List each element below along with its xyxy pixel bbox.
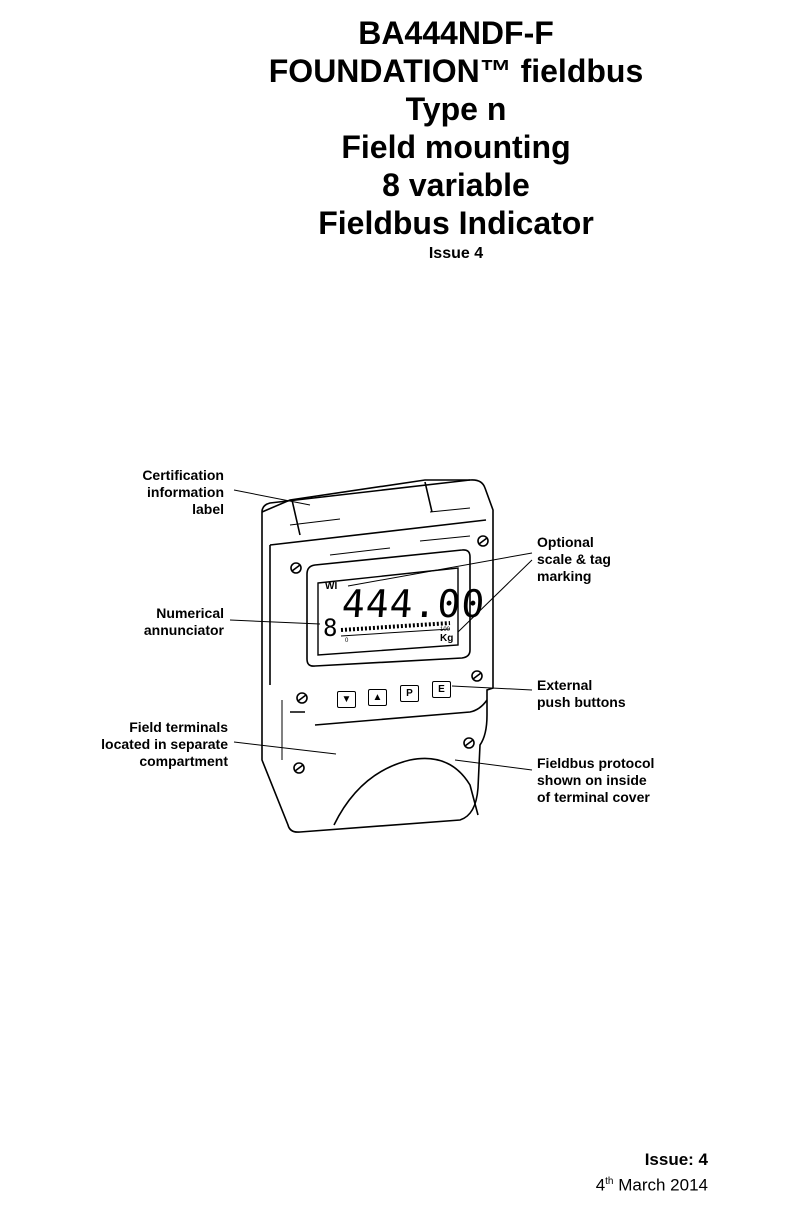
- title-line-2: FOUNDATION™ fieldbus: [268, 53, 644, 89]
- compartment-seam: [290, 699, 488, 726]
- screw-bottom-right: [463, 737, 475, 749]
- leader-numerical: [229, 619, 321, 625]
- title-line-4: Field mounting: [341, 129, 571, 165]
- display-unit: Kg: [440, 633, 454, 644]
- display-reading: 444.00: [340, 582, 487, 626]
- callout-optional-scale: Optional scale & tag marking: [537, 534, 611, 584]
- title-line-3: Type n: [405, 91, 507, 127]
- screw-mid-left: [296, 692, 308, 704]
- button-p: P: [400, 685, 419, 702]
- display-scale-min: 0: [345, 638, 349, 644]
- callout-field-terminals: Field terminals located in separate comp…: [101, 719, 228, 769]
- screw-top-left: [290, 562, 302, 574]
- lid-top: [261, 479, 470, 513]
- title-line-5: 8 variable: [382, 167, 530, 203]
- screw-top-right: [477, 535, 489, 547]
- enclosure-outline: [261, 479, 494, 833]
- callout-certification: Certification information label: [142, 467, 224, 517]
- leader-optional-1: [347, 552, 533, 587]
- footer-date: 4th March 2014: [595, 1175, 708, 1195]
- callout-fieldbus-protocol: Fieldbus protocol shown on inside of ter…: [537, 755, 655, 805]
- screw-bottom-left: [293, 762, 305, 774]
- screw-mid-right: [471, 670, 483, 682]
- terminal-cover-arch: [333, 757, 479, 826]
- button-up: ▲: [368, 689, 387, 706]
- footer: Issue: 4 4th March 2014: [596, 1149, 708, 1197]
- display-window: [317, 567, 459, 656]
- title-block: BA444NDF-F FOUNDATION™ fieldbus Type n F…: [0, 14, 808, 264]
- issue-subtitle: Issue 4: [428, 245, 484, 262]
- display-tag: WI: [325, 581, 338, 592]
- callout-numerical: Numerical annunciator: [143, 605, 224, 638]
- leader-protocol: [454, 759, 533, 771]
- display-bezel: [306, 549, 471, 667]
- title-line-6: Fieldbus Indicator: [318, 205, 594, 241]
- leader-terminals: [233, 741, 337, 755]
- leader-certification: [233, 489, 311, 506]
- leader-buttons: [451, 685, 533, 691]
- leader-optional-2: [457, 559, 533, 633]
- title-line-1: BA444NDF-F: [358, 15, 554, 51]
- footer-issue: Issue: 4: [644, 1150, 708, 1169]
- display-scale-max: 100: [440, 627, 451, 633]
- lid-edge: [269, 519, 487, 546]
- callout-external-buttons: External push buttons: [537, 677, 626, 710]
- button-e: E: [432, 681, 451, 698]
- button-down: ▼: [337, 691, 356, 708]
- display-annunciator: 8: [323, 614, 338, 642]
